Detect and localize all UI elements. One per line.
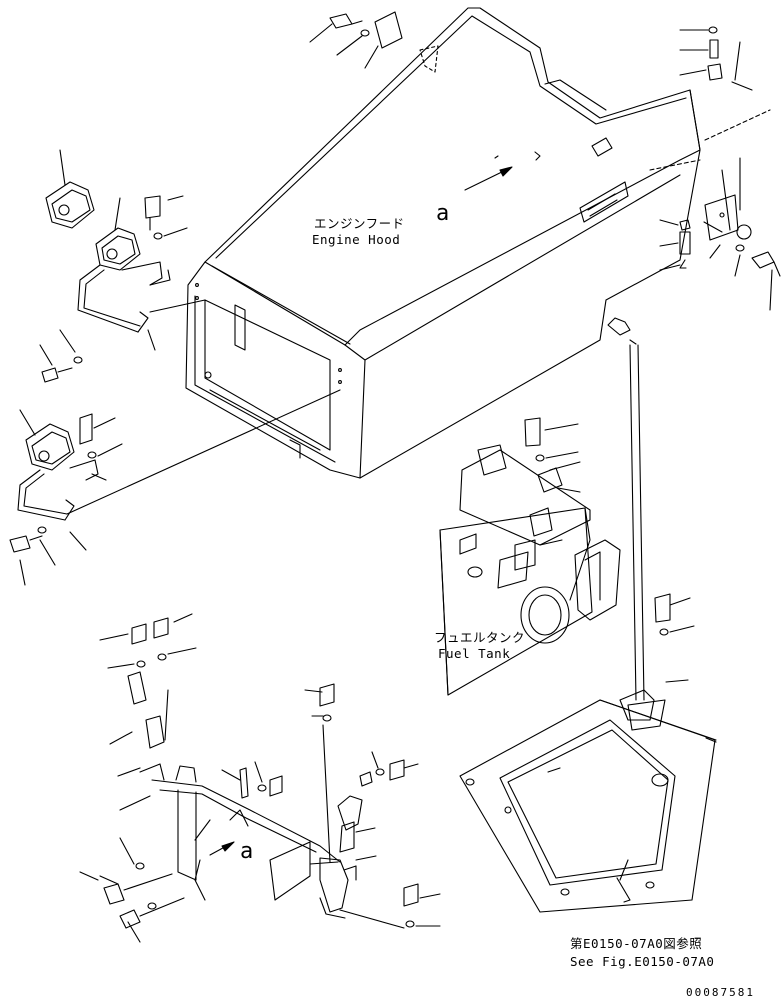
under-cover	[459, 593, 717, 913]
lower-guard-frame	[79, 613, 441, 943]
callout-a-top: a	[436, 201, 449, 226]
work-lamp-lower	[9, 389, 341, 586]
engine-hood-label-en: Engine Hood	[312, 232, 400, 247]
document-number: 00087581	[686, 986, 755, 999]
fuel-tank-label-jp: フュエルタンク	[434, 630, 525, 645]
fuel-tank-label-en: Fuel Tank	[438, 646, 510, 661]
engine-hood	[185, 7, 701, 479]
see-fig-label-en: See Fig.E0150-07A0	[570, 954, 714, 969]
text-labels: エンジンフード Engine Hood フュエルタンク Fuel Tank 第E…	[240, 201, 755, 999]
fuel-tank	[439, 344, 645, 701]
hood-right-fasteners	[649, 26, 781, 311]
callout-a-bottom: a	[240, 839, 253, 864]
work-lamp-upper	[39, 149, 206, 383]
engine-hood-label-jp: エンジンフード	[314, 216, 405, 231]
see-fig-label-jp: 第E0150-07A0図参照	[570, 936, 702, 951]
